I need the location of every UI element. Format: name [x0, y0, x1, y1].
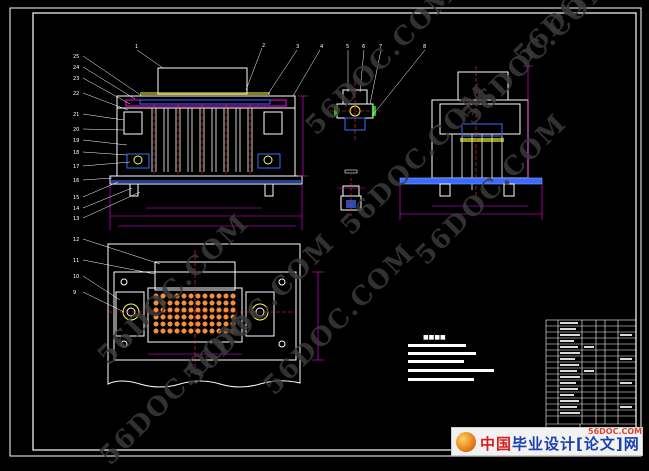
- site-logo-badge[interactable]: 56DOC.COM 中国毕业设计[论文]网: [451, 427, 643, 456]
- technical-notes: [408, 344, 494, 381]
- part-label: 6: [362, 44, 365, 50]
- part-label: 20: [73, 127, 79, 133]
- part-label: 10: [73, 274, 79, 280]
- drawing-frame-outer: [9, 7, 642, 457]
- logo-globe-icon: [456, 432, 476, 452]
- logo-url: 56DOC.COM: [588, 427, 643, 436]
- part-label: 15: [73, 195, 79, 201]
- part-label: 21: [73, 112, 79, 118]
- part-label: 2: [262, 43, 265, 49]
- technical-notes-title: ■■■■: [423, 334, 446, 341]
- part-label: 3: [296, 44, 299, 50]
- detail-view: [330, 49, 426, 218]
- part-label: 4: [320, 44, 323, 50]
- part-label: 23: [73, 76, 79, 82]
- part-label: 7: [379, 44, 382, 50]
- logo-brand-part: 毕业设计: [512, 435, 577, 453]
- part-labels-plan: 12 11 10 9: [73, 237, 79, 296]
- logo-brand-text: 中国毕业设计[论文]网: [480, 433, 640, 454]
- part-label: 17: [73, 164, 79, 170]
- drawing-frame-inner: [32, 12, 637, 451]
- part-label: 13: [73, 216, 79, 222]
- part-label: 5: [346, 44, 349, 50]
- plan-view: [82, 238, 324, 388]
- part-label: 18: [73, 150, 79, 156]
- part-labels-left: 25 24 23 22 21 20 19 18 17 16 15 14 13: [73, 54, 79, 222]
- part-label: 16: [73, 178, 79, 184]
- part-label: 25: [73, 54, 79, 60]
- part-label: 12: [73, 237, 79, 243]
- side-view: [399, 65, 543, 220]
- logo-brand-part: 中国: [480, 435, 513, 453]
- part-label: 9: [73, 290, 76, 296]
- part-label: 22: [73, 91, 79, 97]
- front-view: [82, 47, 321, 230]
- part-label: 8: [423, 44, 426, 50]
- part-label: 24: [73, 65, 79, 71]
- part-label: 11: [73, 258, 79, 264]
- title-block: [545, 319, 637, 451]
- part-label: 19: [73, 138, 79, 144]
- part-label: 14: [73, 206, 79, 212]
- part-labels-top: 1 2 3 4 5 6 7 8: [135, 43, 426, 50]
- logo-brand-part: [论文]网: [576, 435, 640, 453]
- part-label: 1: [135, 44, 138, 50]
